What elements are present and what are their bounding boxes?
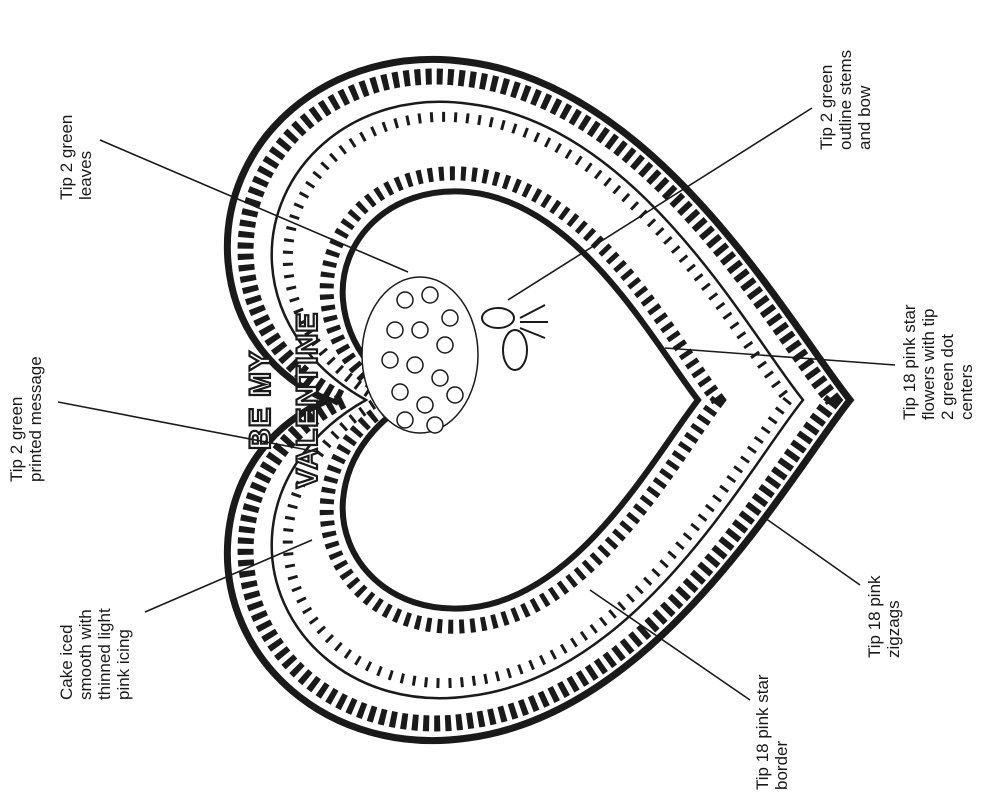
leader-zigzags (765, 518, 860, 585)
flower-bouquet (362, 277, 478, 433)
leader-outline-stems (508, 108, 812, 300)
label-cake-iced: Cake iced smooth with thinned light pink… (57, 604, 133, 700)
leader-star-flowers (665, 348, 895, 365)
ribbon-bow (482, 305, 548, 370)
message-line-1: BE MY (244, 350, 277, 450)
leader-star-border (590, 590, 750, 700)
leader-lines (58, 108, 895, 700)
label-star-border: Tip 18 pink star border (753, 670, 791, 790)
label-outline-stems: Tip 2 green outline stems and bow (817, 45, 874, 150)
message-line-2: VALENTINE (291, 312, 324, 489)
label-star-flowers: Tip 18 pink star flowers with tip 2 gree… (900, 300, 976, 420)
label-zigzags: Tip 18 pink zigzags (865, 571, 903, 658)
label-green-leaves: Tip 2 green leaves (57, 110, 95, 200)
outer-zigzag-band (246, 77, 833, 724)
label-green-message: Tip 2 green printed message (7, 356, 45, 482)
